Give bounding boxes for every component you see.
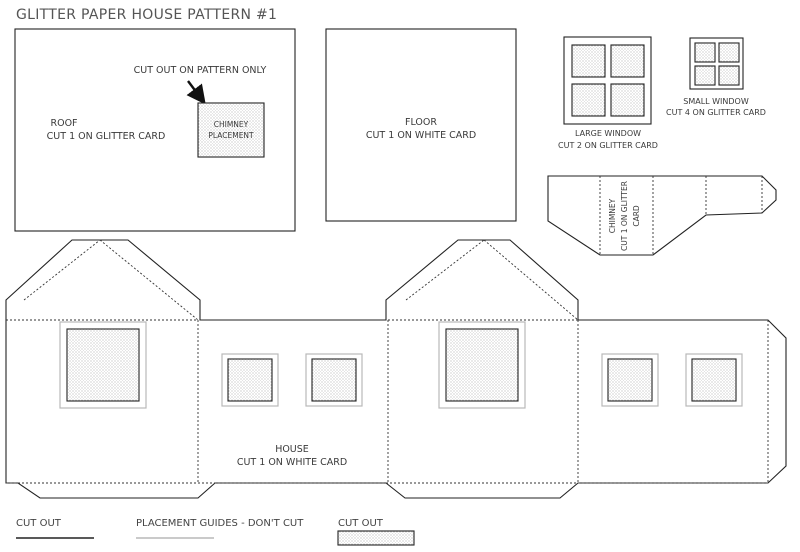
floor-instruction: CUT 1 ON WHITE CARD [366, 130, 476, 141]
legend-cut-out-label: CUT OUT [16, 518, 62, 529]
chimney-label: CHIMNEY [608, 198, 617, 233]
roof-note: CUT OUT ON PATTERN ONLY [134, 65, 267, 76]
house-instruction: CUT 1 ON WHITE CARD [237, 457, 347, 468]
large-window-label: LARGE WINDOW [575, 129, 641, 138]
house-piece: HOUSE CUT 1 ON WHITE CARD [5, 239, 787, 499]
page-title: GLITTER PAPER HOUSE PATTERN #1 [16, 7, 277, 23]
floor-label: FLOOR [405, 117, 437, 128]
legend-placement-guides-label: PLACEMENT GUIDES - DON'T CUT [136, 518, 304, 529]
roof-piece: ROOF CUT 1 ON GLITTER CARD CUT OUT ON PA… [14, 28, 296, 232]
small-window-piece: SMALL WINDOW CUT 4 ON GLITTER CARD [666, 37, 766, 117]
floor-piece: FLOOR CUT 1 ON WHITE CARD [325, 28, 517, 222]
large-window-piece: LARGE WINDOW CUT 2 ON GLITTER CARD [558, 36, 658, 150]
legend: CUT OUT PLACEMENT GUIDES - DON'T CUT CUT… [16, 518, 415, 546]
roof-instruction: CUT 1 ON GLITTER CARD [47, 131, 166, 142]
large-window-instruction: CUT 2 ON GLITTER CARD [558, 141, 658, 150]
chimney-placement-label-line1: CHIMNEY [214, 120, 249, 129]
legend-glitter-swatch [337, 530, 415, 546]
small-window-label: SMALL WINDOW [683, 97, 749, 106]
house-label: HOUSE [275, 444, 309, 455]
legend-glitter-cut-out-label: CUT OUT [338, 518, 384, 529]
small-window-instruction: CUT 4 ON GLITTER CARD [666, 108, 766, 117]
arrow-icon [186, 80, 206, 105]
roof-label: ROOF [50, 118, 77, 129]
chimney-instruction-line2: CARD [632, 205, 641, 227]
chimney-placement-area [197, 102, 265, 158]
chimney-piece: CHIMNEY CUT 1 ON GLITTER CARD [547, 175, 777, 256]
chimney-instruction-line1: CUT 1 ON GLITTER [620, 181, 629, 251]
chimney-placement-label-line2: PLACEMENT [208, 131, 254, 140]
